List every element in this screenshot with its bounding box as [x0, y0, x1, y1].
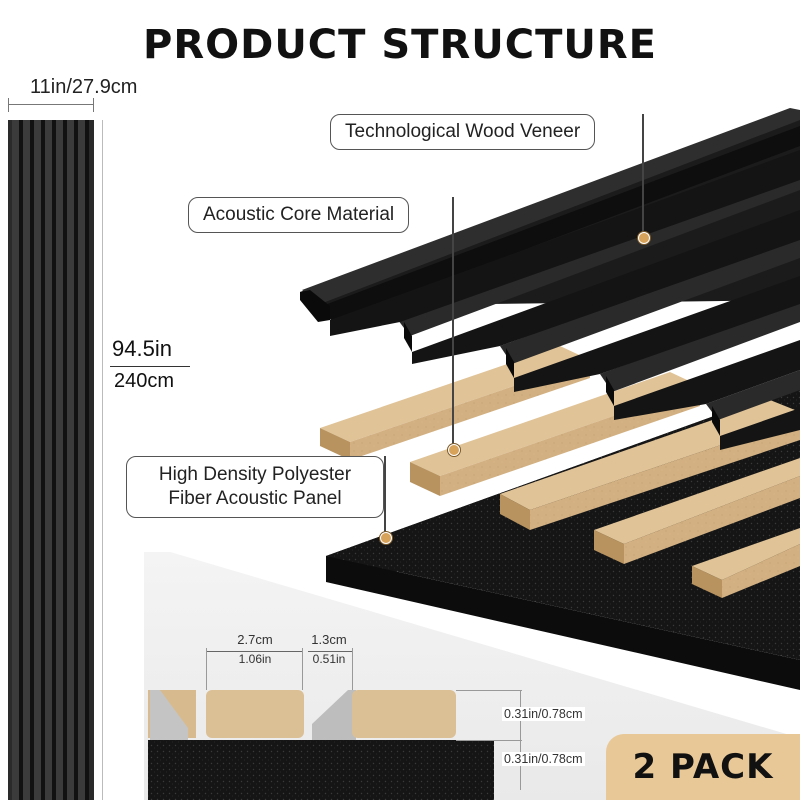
gap-width-cm-label: 1.3cm — [311, 632, 347, 647]
panel-groove — [63, 120, 67, 800]
height-cm-label: 240cm — [114, 370, 175, 392]
slat-width-guide-left — [206, 648, 207, 690]
cross-section-felt — [148, 740, 494, 800]
leader-core — [452, 197, 454, 449]
gap-width-guide-right — [352, 648, 353, 690]
cross-section-slats — [148, 690, 456, 740]
width-dimension-label: 11in/27.9cm — [30, 76, 138, 98]
gap-width-in-label: 0.51in — [312, 652, 346, 666]
height-inches-label: 94.5in — [112, 336, 172, 361]
leader-veneer — [642, 114, 644, 238]
callout-felt-line2: Fiber Acoustic Panel — [168, 488, 342, 509]
pack-count-badge: 2 PACK — [606, 734, 800, 800]
thickness-guide-vertical — [520, 690, 521, 790]
slat-width-cm-label: 2.7cm — [237, 632, 273, 647]
panel-groove — [52, 120, 56, 800]
callout-core: Acoustic Core Material — [188, 197, 410, 233]
slat-thickness-label: 0.31in/0.78cm — [502, 707, 585, 721]
core-slat-5 — [692, 528, 800, 598]
panel-slat — [78, 120, 85, 800]
panel-slat — [23, 120, 30, 800]
panel-groove — [74, 120, 78, 800]
callout-felt-panel: High Density Polyester Fiber Acoustic Pa… — [126, 456, 384, 518]
felt-thickness-label: 0.31in/0.78cm — [502, 752, 585, 766]
marker-felt — [380, 532, 392, 544]
thickness-guide-mid — [456, 740, 522, 741]
panel-groove — [85, 120, 89, 800]
width-dimension-line — [8, 104, 94, 105]
panel-groove — [19, 120, 23, 800]
marker-core — [448, 444, 460, 456]
callout-felt-line1: High Density Polyester — [158, 464, 352, 485]
panel-groove — [30, 120, 34, 800]
height-dimension-line — [102, 120, 103, 800]
slat-width-rule — [206, 651, 302, 652]
full-panel-front-view — [8, 120, 94, 800]
page-title: PRODUCT STRUCTURE — [143, 22, 657, 68]
callout-veneer: Technological Wood Veneer — [330, 114, 596, 150]
leader-felt — [384, 456, 386, 536]
width-dimension-tick-right — [93, 98, 94, 112]
panel-slat — [34, 120, 41, 800]
panel-slat — [67, 120, 74, 800]
panel-slat — [45, 120, 52, 800]
height-label-divider — [110, 366, 190, 367]
panel-slat — [56, 120, 63, 800]
core-slat-4 — [594, 458, 800, 564]
panel-slat — [12, 120, 19, 800]
veneer-top-layer — [300, 108, 800, 450]
width-dimension-tick-left — [8, 98, 9, 112]
slat-width-in-label: 1.06in — [238, 652, 272, 666]
thickness-guide-top — [456, 690, 522, 691]
gap-width-rule — [308, 651, 352, 652]
panel-groove — [41, 120, 45, 800]
marker-veneer — [638, 232, 650, 244]
slat-width-guide-right — [302, 648, 303, 690]
